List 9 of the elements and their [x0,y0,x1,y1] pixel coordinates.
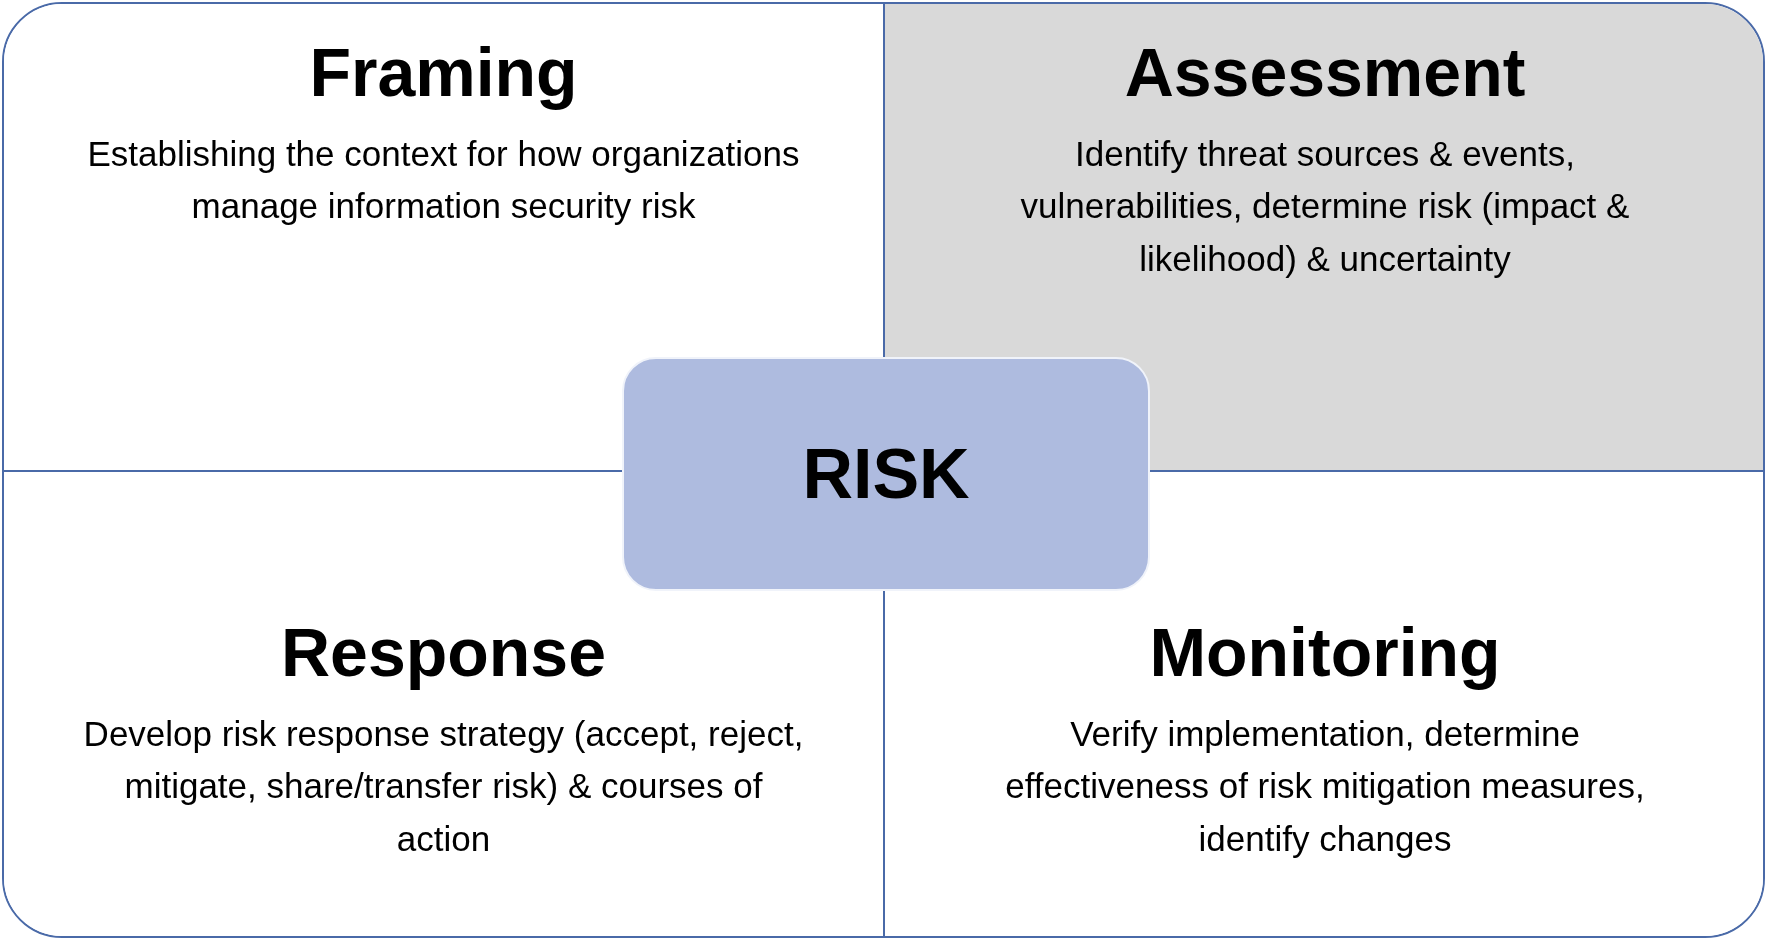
quadrant-title: Monitoring [1149,613,1501,692]
quadrant-description: Develop risk response strategy (accept, reject, mitigate, share/transfer risk) & courses of action [83,712,804,860]
quadrant-title: Response [281,613,606,692]
center-box: RISK [622,357,1150,591]
quadrant-description: Verify implementation, determine effectiveness of risk mitigation measures, identify changes [1004,712,1646,860]
quadrant-title: Framing [309,33,578,112]
quadrant-description: Establishing the context for how organizations manage information security risk [86,132,801,228]
quadrant-description: Identify threat sources & events, vulnerabilities, determine risk (impact & likelihood) & uncertainty [1019,132,1631,280]
quadrant-title: Assessment [1124,33,1526,112]
